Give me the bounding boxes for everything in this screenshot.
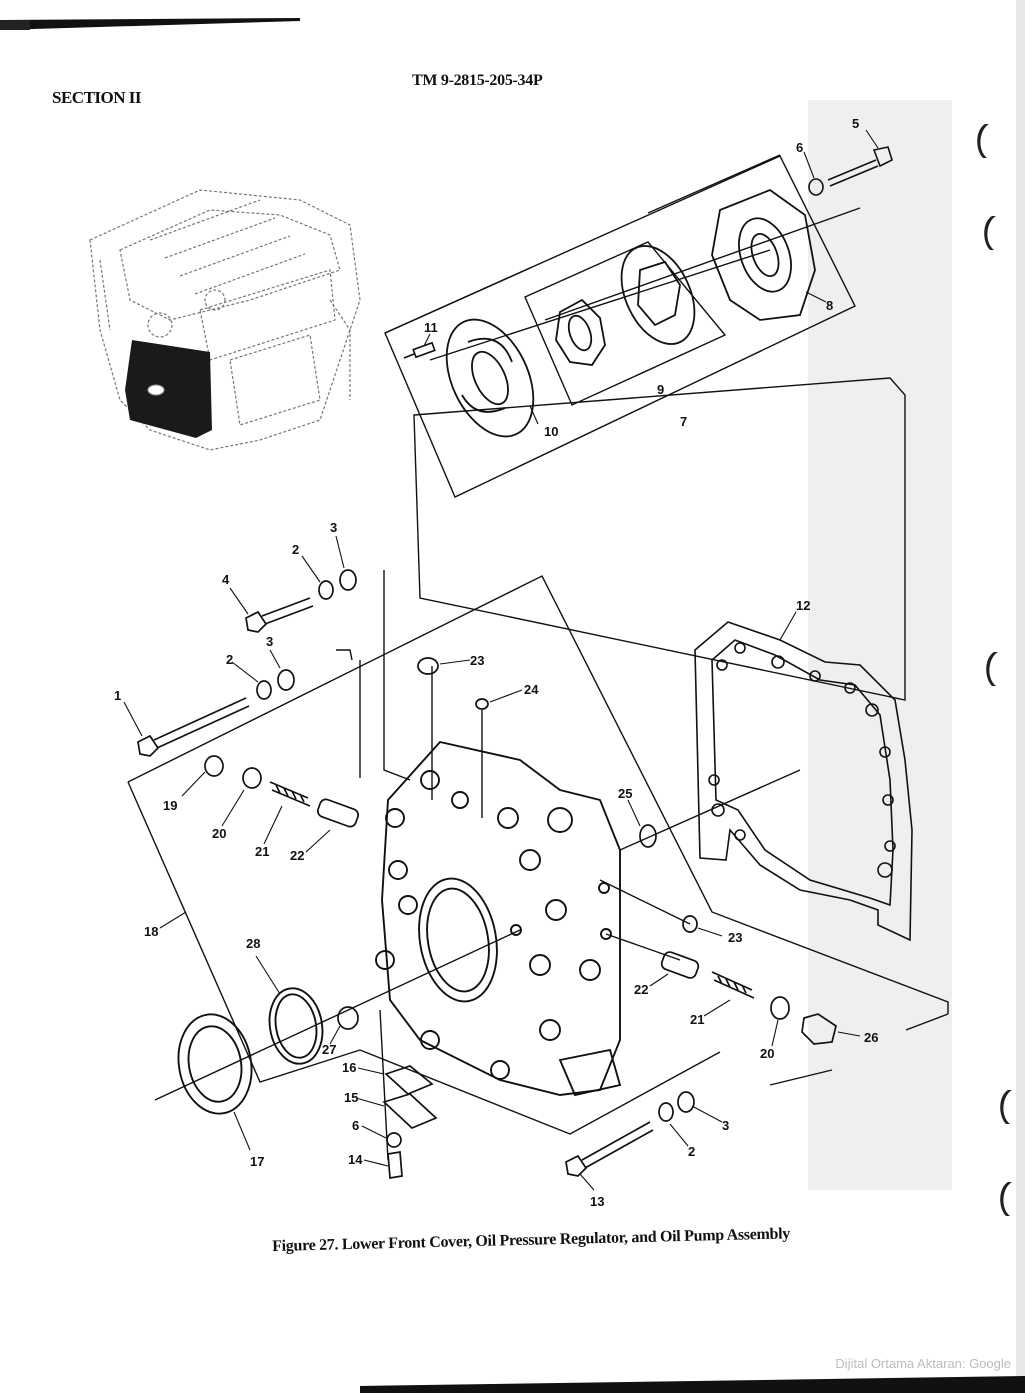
pump-bolt-5 — [808, 146, 893, 196]
callout-label: 9 — [657, 382, 664, 397]
callout-label: 1 — [114, 688, 121, 703]
pump-cover — [445, 318, 535, 438]
regulator-parts-upper — [204, 755, 360, 828]
bolt-4 — [245, 569, 357, 633]
callout-label: 7 — [680, 414, 687, 429]
callout-label: 3 — [330, 520, 337, 535]
callout-label: 6 — [796, 140, 803, 155]
callout-label: 2 — [688, 1144, 695, 1159]
callout-label: 12 — [796, 598, 810, 613]
oil-pump-frame-lines — [384, 154, 906, 701]
exploded-view-diagram: 5 6 8 11 9 7 10 3 2 4 3 2 1 23 24 12 19 … — [89, 116, 949, 1209]
callout-label: 21 — [690, 1012, 704, 1027]
highlighted-lower-front-cover — [125, 340, 212, 438]
callout-label: 19 — [163, 798, 177, 813]
leader-lines — [123, 129, 879, 1191]
callout-label: 6 — [352, 1118, 359, 1133]
binder-hole-mark — [1000, 1090, 1012, 1124]
callout-label: 14 — [348, 1152, 363, 1167]
highlight-shaft-stub — [147, 384, 165, 396]
callout-label: 8 — [826, 298, 833, 313]
callout-label: 4 — [222, 572, 230, 587]
callout-label: 17 — [250, 1154, 264, 1169]
top-scan-bar — [0, 18, 300, 30]
callout-numbers: 5 6 8 11 9 7 10 3 2 4 3 2 1 23 24 12 19 … — [114, 116, 878, 1209]
callout-label: 11 — [424, 320, 438, 335]
callout-label: 27 — [322, 1042, 336, 1057]
pump-inner-gear — [555, 298, 606, 366]
section-label: SECTION II — [52, 88, 142, 107]
page-edge — [1016, 0, 1025, 1393]
bottom-scan-bar — [360, 1376, 1025, 1393]
callout-label: 2 — [292, 542, 299, 557]
callout-label: 2 — [226, 652, 233, 667]
callout-label: 23 — [728, 930, 742, 945]
seals — [177, 987, 324, 1115]
callout-label: 22 — [634, 982, 648, 997]
callout-label: 25 — [618, 786, 632, 801]
tm-number: TM 9-2815-205-34P — [412, 72, 543, 89]
callout-label: 16 — [342, 1060, 356, 1075]
callout-label: 22 — [290, 848, 304, 863]
binder-hole-mark — [984, 216, 996, 250]
binder-hole-mark — [1000, 1182, 1012, 1216]
assembly-frame-lines — [127, 207, 949, 1161]
callout-label: 20 — [212, 826, 226, 841]
callout-label: 24 — [524, 682, 539, 697]
callout-label: 23 — [470, 653, 484, 668]
callout-label: 18 — [144, 924, 158, 939]
callout-label: 3 — [722, 1118, 729, 1133]
scan-shadow — [808, 100, 952, 1190]
callout-label: 10 — [544, 424, 558, 439]
digitizer-watermark: Dijital Ortama Aktaran: Google — [835, 1356, 1011, 1371]
bolt-1 — [137, 669, 295, 757]
callout-label: 15 — [344, 1090, 358, 1105]
callout-label: 5 — [852, 116, 859, 131]
engine-locator-illustration — [89, 189, 361, 451]
callout-label: 20 — [760, 1046, 774, 1061]
callout-label: 3 — [266, 634, 273, 649]
lower-small-parts — [382, 1065, 695, 1179]
callout-label: 21 — [255, 844, 269, 859]
pump-body — [711, 188, 816, 321]
callout-label: 28 — [246, 936, 260, 951]
lower-front-cover — [375, 740, 622, 1097]
pump-bolt-11 — [403, 341, 436, 359]
pump-outer-gear — [620, 245, 696, 345]
right-side-regulator-parts — [337, 657, 837, 1045]
callout-label: 26 — [864, 1030, 878, 1045]
binder-hole-mark — [986, 652, 998, 686]
binder-hole-mark — [977, 124, 989, 158]
gasket-12 — [694, 621, 913, 942]
callout-label: 13 — [590, 1194, 604, 1209]
